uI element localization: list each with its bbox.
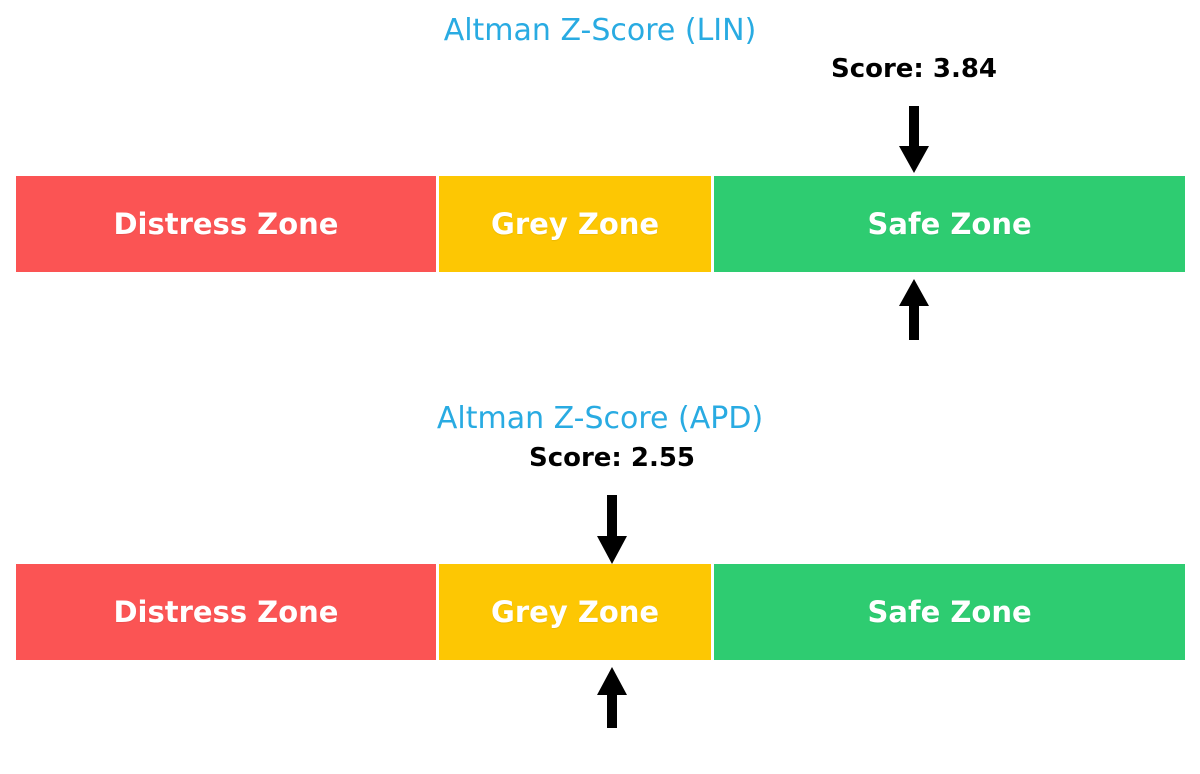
zone-safe-lin[interactable]: Safe Zone xyxy=(714,176,1185,272)
zone-label: Grey Zone xyxy=(491,595,660,629)
zone-distress-apd[interactable]: Distress Zone xyxy=(16,564,436,660)
chart-panel-apd: Altman Z-Score (APD) xyxy=(0,387,1200,774)
arrow-down-icon xyxy=(596,495,628,565)
zone-label: Grey Zone xyxy=(491,207,660,241)
score-label-lin: Score: 3.84 xyxy=(830,54,998,84)
zone-label: Distress Zone xyxy=(113,207,339,241)
zone-label: Safe Zone xyxy=(867,207,1032,241)
zone-grey-apd[interactable]: Grey Zone xyxy=(438,564,712,660)
zone-safe-apd[interactable]: Safe Zone xyxy=(714,564,1185,660)
arrow-up-icon xyxy=(596,667,628,729)
chart-panel-lin: Altman Z-Score (LIN) Score: 3.84 Distres… xyxy=(16,13,1185,341)
zone-label: Safe Zone xyxy=(867,595,1032,629)
arrow-up-icon xyxy=(898,279,930,341)
chart-title-lin: Altman Z-Score (LIN) xyxy=(443,13,757,48)
chart-title-apd: Altman Z-Score (APD) xyxy=(436,401,764,436)
zone-label: Distress Zone xyxy=(113,595,339,629)
zone-bar-lin: Distress Zone Grey Zone Safe Zone xyxy=(16,176,1185,272)
zone-bar-apd: Distress Zone Grey Zone Safe Zone xyxy=(16,564,1185,660)
score-label-apd: Score: 2.55 xyxy=(528,443,696,473)
zone-grey-lin[interactable]: Grey Zone xyxy=(438,176,712,272)
arrow-down-icon xyxy=(898,106,930,174)
zone-distress-lin[interactable]: Distress Zone xyxy=(16,176,436,272)
